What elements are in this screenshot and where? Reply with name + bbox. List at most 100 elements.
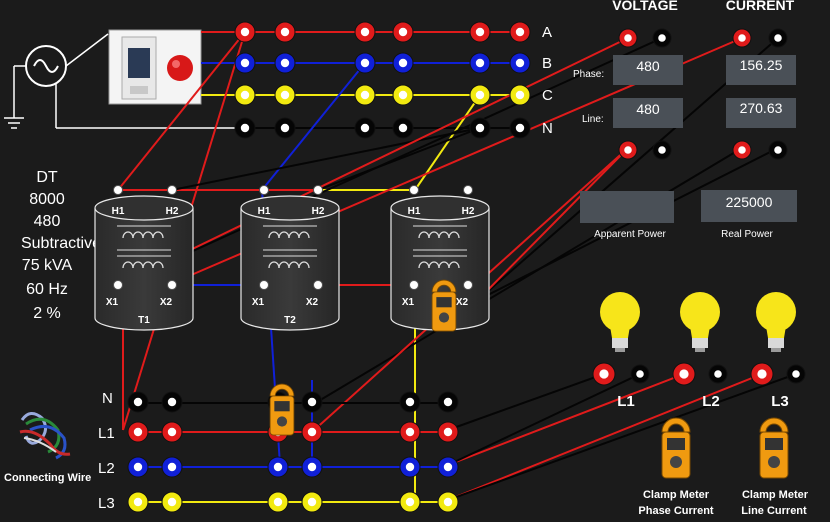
- secondary-l1-terminal[interactable]: [301, 421, 323, 443]
- transformer-t1-h1-terminal[interactable]: [113, 185, 123, 195]
- ac-source[interactable]: [4, 33, 240, 129]
- secondary-l2-terminal[interactable]: [161, 456, 183, 478]
- meter-terminals[interactable]: [618, 28, 788, 160]
- current-phase-red-terminal[interactable]: [732, 28, 752, 48]
- bus-b-terminal[interactable]: [469, 52, 491, 74]
- transformer-t3-x1-label: X1: [402, 297, 415, 308]
- bus-a-terminal[interactable]: [469, 21, 491, 43]
- bus-c-terminal[interactable]: [234, 84, 256, 106]
- secondary-l1-terminal[interactable]: [127, 421, 149, 443]
- secondary-l1-terminal[interactable]: [399, 421, 421, 443]
- voltage-line-red-terminal[interactable]: [618, 140, 638, 160]
- bus-n-terminal[interactable]: [234, 117, 256, 139]
- secondary-n-terminal[interactable]: [161, 391, 183, 413]
- bus-n-terminal[interactable]: [509, 117, 531, 139]
- bus-c-terminal[interactable]: [354, 84, 376, 106]
- bus-a-terminal[interactable]: [274, 21, 296, 43]
- sec-label-n: N: [102, 390, 113, 407]
- secondary-l1-terminal[interactable]: [437, 421, 459, 443]
- current-line-black-terminal[interactable]: [768, 140, 788, 160]
- sec-label-l1: L1: [98, 425, 115, 442]
- bus-b-terminal[interactable]: [234, 52, 256, 74]
- secondary-l3-terminal[interactable]: [127, 491, 149, 513]
- bus-c-terminal[interactable]: [392, 84, 414, 106]
- bus-b-terminal[interactable]: [274, 52, 296, 74]
- breaker-panel[interactable]: [108, 29, 202, 105]
- transformer-t2-h2-terminal[interactable]: [313, 185, 323, 195]
- secondary-l2-terminal[interactable]: [127, 456, 149, 478]
- spec-impedance: 2 %: [33, 305, 61, 322]
- bus-b-terminal[interactable]: [354, 52, 376, 74]
- phase-bus-labels: A B C N: [542, 24, 553, 137]
- secondary-l2-terminal[interactable]: [437, 456, 459, 478]
- secondary-l3-terminal[interactable]: [267, 491, 289, 513]
- load-label-l2: L2: [702, 393, 720, 410]
- load-bulb-1[interactable]: [600, 292, 640, 352]
- transformer-t2-h1-terminal[interactable]: [259, 185, 269, 195]
- bus-c-terminal[interactable]: [509, 84, 531, 106]
- secondary-l1-terminal[interactable]: [161, 421, 183, 443]
- load-2-black-terminal[interactable]: [708, 364, 728, 384]
- load-3-red-terminal[interactable]: [750, 362, 774, 386]
- secondary-l3-terminal[interactable]: [161, 491, 183, 513]
- real-power-value: 225000: [726, 194, 773, 210]
- breaker-button[interactable]: [167, 55, 193, 81]
- bus-a-terminal[interactable]: [509, 21, 531, 43]
- bus-label-a: A: [542, 24, 552, 41]
- transformer-t3[interactable]: H1H2X1X2T3: [390, 185, 490, 331]
- load-bulb-3[interactable]: [756, 292, 796, 352]
- transformer-t3-h1-terminal[interactable]: [409, 185, 419, 195]
- clamp-meter-line-current[interactable]: [759, 417, 789, 479]
- secondary-l3-terminal[interactable]: [301, 491, 323, 513]
- bus-b-terminal[interactable]: [392, 52, 414, 74]
- bus-n-terminal[interactable]: [469, 117, 491, 139]
- bus-n-terminal[interactable]: [354, 117, 376, 139]
- bus-a-terminal[interactable]: [392, 21, 414, 43]
- load-1-red-terminal[interactable]: [592, 362, 616, 386]
- phase-label: Phase:: [573, 69, 604, 80]
- connecting-wire-tool[interactable]: Connecting Wire: [4, 412, 91, 484]
- secondary-l3-terminal[interactable]: [399, 491, 421, 513]
- bus-a-terminal[interactable]: [354, 21, 376, 43]
- transformer-t3-x2-terminal[interactable]: [463, 280, 473, 290]
- bus-c-terminal[interactable]: [274, 84, 296, 106]
- bus-a-terminal[interactable]: [234, 21, 256, 43]
- load-3-black-terminal[interactable]: [786, 364, 806, 384]
- voltage-phase-black-terminal[interactable]: [652, 28, 672, 48]
- voltage-line-black-terminal[interactable]: [652, 140, 672, 160]
- secondary-n-terminal[interactable]: [301, 391, 323, 413]
- transformer-t2-x2-terminal[interactable]: [313, 280, 323, 290]
- voltage-phase-red-terminal[interactable]: [618, 28, 638, 48]
- secondary-n-terminal[interactable]: [399, 391, 421, 413]
- secondary-n-terminal[interactable]: [437, 391, 459, 413]
- clamp-meter-on-t3[interactable]: [431, 279, 457, 332]
- secondary-l2-terminal[interactable]: [267, 456, 289, 478]
- transformer-t1-h2-terminal[interactable]: [167, 185, 177, 195]
- secondary-l2-terminal[interactable]: [301, 456, 323, 478]
- load-2-red-terminal[interactable]: [672, 362, 696, 386]
- transformer-t1-x2-terminal[interactable]: [167, 280, 177, 290]
- current-header: CURRENT: [726, 0, 795, 13]
- secondary-l2-terminal[interactable]: [399, 456, 421, 478]
- bus-n-terminal[interactable]: [274, 117, 296, 139]
- phase-bus-terminals[interactable]: [234, 21, 531, 139]
- bus-c-terminal[interactable]: [469, 84, 491, 106]
- current-phase-black-terminal[interactable]: [768, 28, 788, 48]
- transformer-t2-x1-terminal[interactable]: [259, 280, 269, 290]
- secondary-n-terminal[interactable]: [127, 391, 149, 413]
- bus-n-terminal[interactable]: [392, 117, 414, 139]
- clamp-meter-phase-current[interactable]: [661, 417, 691, 479]
- transformer-t3-x1-terminal[interactable]: [409, 280, 419, 290]
- line-voltage-display: [613, 98, 683, 128]
- transformer-t1-x2-label: X2: [160, 297, 173, 308]
- transformer-t1-x1-terminal[interactable]: [113, 280, 123, 290]
- secondary-l3-terminal[interactable]: [437, 491, 459, 513]
- load-bulb-2[interactable]: [680, 292, 720, 352]
- transformer-t3-h2-terminal[interactable]: [463, 185, 473, 195]
- load-1-black-terminal[interactable]: [630, 364, 650, 384]
- clamp-meter-on-secondary[interactable]: [269, 383, 295, 436]
- bus-b-terminal[interactable]: [509, 52, 531, 74]
- current-line-red-terminal[interactable]: [732, 140, 752, 160]
